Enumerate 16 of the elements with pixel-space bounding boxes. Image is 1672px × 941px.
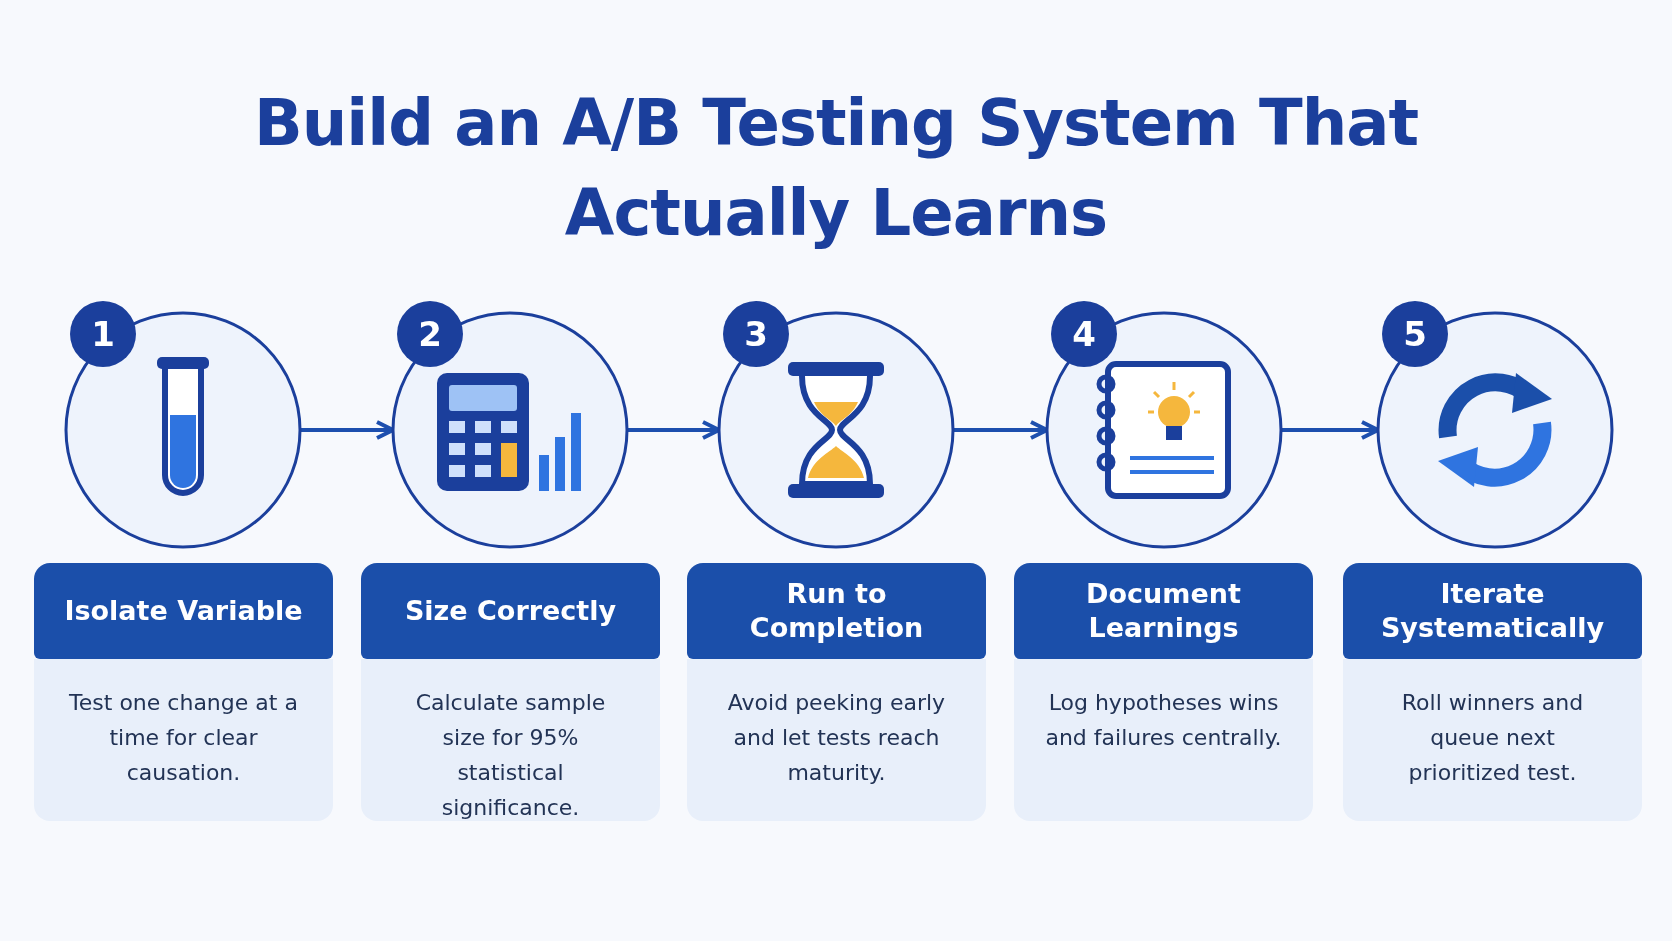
step-description: Log hypotheses wins and failures centrally. <box>1014 659 1313 821</box>
number-badge: 3 <box>723 301 789 367</box>
step-heading: Isolate Variable <box>34 563 333 659</box>
step-heading: Iterate Systematically <box>1343 563 1642 659</box>
step-description: Test one change at a time for clear causation. <box>34 659 333 821</box>
step-description: Avoid peeking early and let tests reach maturity. <box>687 659 986 821</box>
number-badge: 4 <box>1051 301 1117 367</box>
step-heading: Document Learnings <box>1014 563 1313 659</box>
step-heading: Size Correctly <box>361 563 660 659</box>
number-badge: 2 <box>397 301 463 367</box>
step-heading: Run to Completion <box>687 563 986 659</box>
title: Build an A/B Testing System That Actually Learns <box>253 85 1419 252</box>
step-description: Calculate sample size for 95% statistical significance. <box>361 659 660 821</box>
step-description: Roll winners and queue next prioritized test. <box>1343 659 1642 821</box>
number-badge: 5 <box>1382 301 1448 367</box>
number-badge: 1 <box>70 301 136 367</box>
